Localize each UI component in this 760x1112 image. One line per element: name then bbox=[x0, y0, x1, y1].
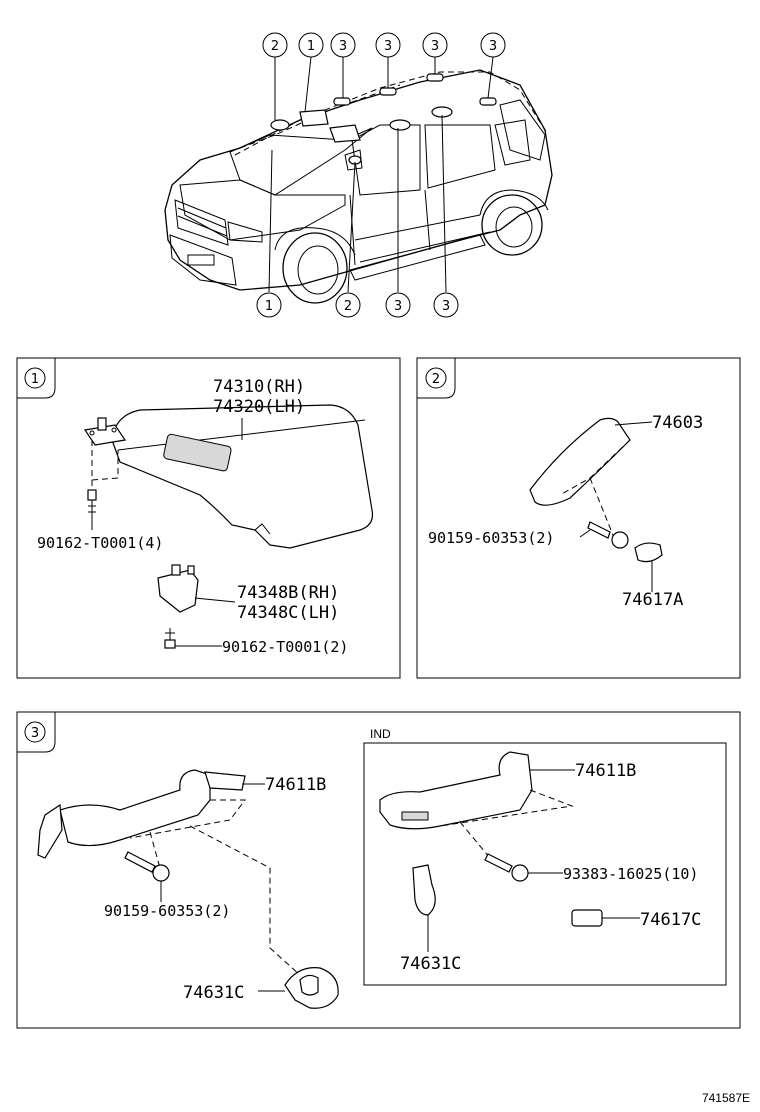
label-screw-a: 90162-T0001(4) bbox=[37, 534, 163, 552]
screw-icon bbox=[484, 853, 529, 882]
diagram-code: 741587E bbox=[702, 1091, 750, 1105]
label-ind-cover: 74617C bbox=[640, 910, 701, 930]
callout-top-1: 2 bbox=[271, 39, 279, 54]
callout-top-4: 3 bbox=[384, 39, 392, 54]
label-ind-grip: 74611B bbox=[575, 761, 636, 781]
label-visor-lh: 74320(LH) bbox=[213, 397, 305, 417]
panel-sun-visor: 1 74310(RH bbox=[16, 357, 401, 679]
label-ind-hook: 74631C bbox=[400, 954, 461, 974]
ind-assist-grip-part bbox=[379, 751, 533, 830]
callout-top-2: 1 bbox=[307, 39, 315, 54]
panel-assist-grip-front: 2 74603 90159-60353(2) 74617A bbox=[416, 357, 741, 679]
visor-holder-part bbox=[157, 569, 199, 613]
label-ind-screw: 93383-16025(10) bbox=[563, 865, 698, 883]
callout-bottom-3: 3 bbox=[394, 299, 402, 314]
screw-icon bbox=[124, 851, 170, 882]
screw-icon bbox=[164, 628, 176, 649]
callout-top-6: 3 bbox=[489, 39, 497, 54]
vehicle-illustration bbox=[164, 56, 553, 304]
panel-sun-visor-number: 1 bbox=[31, 372, 39, 387]
vehicle-callouts-top: 2 1 3 3 3 3 bbox=[262, 32, 506, 58]
ind-cover-part bbox=[571, 909, 603, 927]
callout-bottom-1: 1 bbox=[265, 299, 273, 314]
label-screw-b: 90162-T0001(2) bbox=[222, 638, 348, 656]
cover-part bbox=[634, 542, 663, 563]
callout-top-5: 3 bbox=[431, 39, 439, 54]
ind-label: IND bbox=[370, 727, 391, 741]
label-screw: 90159-60353(2) bbox=[428, 529, 554, 547]
callout-bottom-2: 2 bbox=[344, 299, 352, 314]
label-holder-lh: 74348C(LH) bbox=[237, 603, 339, 623]
ind-subpanel bbox=[363, 742, 727, 986]
panel-assist-grip-front-number: 2 bbox=[432, 372, 440, 387]
label-cover: 74617A bbox=[622, 590, 683, 610]
callout-top-3: 3 bbox=[339, 39, 347, 54]
screw-icon bbox=[87, 489, 97, 530]
ind-hook-part bbox=[412, 864, 436, 916]
label-grip: 74611B bbox=[265, 775, 326, 795]
label-screw: 90159-60353(2) bbox=[104, 902, 230, 920]
label-grip: 74603 bbox=[652, 413, 703, 433]
callout-bottom-4: 3 bbox=[442, 299, 450, 314]
label-holder-rh: 74348B(RH) bbox=[237, 583, 339, 603]
label-visor-rh: 74310(RH) bbox=[213, 377, 305, 397]
screw-icon bbox=[587, 521, 629, 549]
label-hook: 74631C bbox=[183, 983, 244, 1003]
assist-grip-part bbox=[529, 417, 631, 506]
vehicle-callouts-bottom: 1 2 3 3 bbox=[256, 292, 459, 318]
panel-assist-grip-rear: 3 74611B 90159-60353(2) 74631C IND bbox=[16, 711, 741, 1029]
panel-assist-grip-rear-number: 3 bbox=[31, 726, 39, 741]
assist-grip-part bbox=[59, 769, 211, 847]
